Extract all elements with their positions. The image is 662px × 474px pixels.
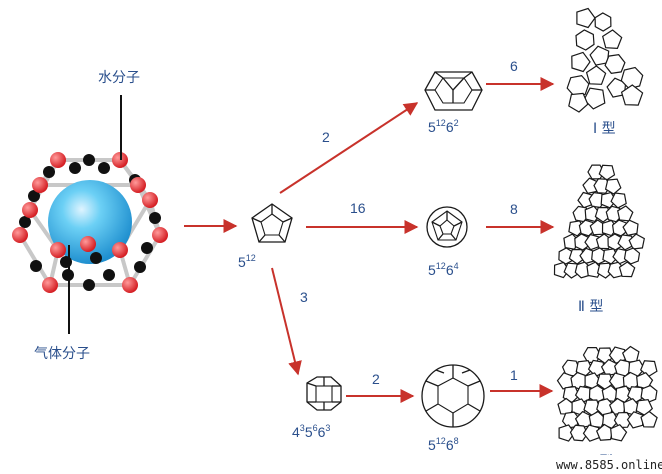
cage-51264: [426, 206, 468, 248]
oxygen-atom: [32, 177, 48, 193]
water-molecules: [12, 152, 168, 293]
oxygen-atom: [112, 242, 128, 258]
arrows: [184, 77, 555, 403]
hydrogen-atom: [43, 166, 55, 178]
count-type-H: 1: [510, 367, 518, 383]
water-molecule-label: 水分子: [98, 70, 140, 86]
count-type-I: 6: [510, 58, 518, 74]
hydrogen-atom: [60, 256, 72, 268]
cage-face: [615, 385, 633, 404]
cage-face: [571, 51, 591, 73]
oxygen-atom: [130, 177, 146, 193]
hydrogen-atom: [98, 162, 110, 174]
cage-face: [566, 74, 590, 98]
cage-face: [598, 164, 616, 181]
hydrogen-atom: [83, 154, 95, 166]
arrow-to-51262: [279, 102, 419, 194]
cage-face: [622, 219, 639, 236]
cage-face: [582, 424, 600, 442]
watermark-background: [552, 455, 662, 474]
count-type-II: 8: [510, 201, 518, 217]
cage-face: [617, 205, 634, 222]
cage-face: [594, 12, 612, 32]
cage-face: [640, 410, 658, 428]
cage-face: [601, 384, 620, 403]
cage-face: [575, 29, 595, 51]
cage-face: [602, 411, 620, 430]
cage-face: [585, 65, 607, 85]
gas-molecule: [48, 180, 132, 264]
arrow-to-435663: [271, 267, 302, 376]
cage-435663-label: 435663: [292, 423, 330, 440]
type-II-label: Ⅱ 型: [578, 299, 603, 315]
hydrogen-atom: [149, 212, 161, 224]
count-to-51262: 2: [322, 129, 330, 145]
cage-51262: [424, 71, 483, 111]
cage-face: [576, 7, 596, 29]
hydrogen-atom: [83, 279, 95, 291]
hydrate-cage-illustration: [12, 152, 168, 293]
count-to-51264: 16: [350, 200, 366, 216]
cage-51262-label: 51262: [428, 118, 459, 135]
count-to-435663: 3: [300, 289, 308, 305]
cage-51264-label: 51264: [428, 261, 459, 278]
gas-molecule-label: 气体分子: [34, 346, 90, 362]
cage-face: [613, 411, 633, 429]
oxygen-atom: [152, 227, 168, 243]
oxygen-atom: [22, 202, 38, 218]
hydrogen-atom: [69, 162, 81, 174]
cage-face: [618, 261, 636, 278]
cage-51268-label: 51268: [428, 436, 459, 453]
cage-face: [628, 233, 645, 250]
structure-type-I: [566, 7, 644, 113]
hydrogen-atom: [134, 261, 146, 273]
cage-face: [626, 411, 644, 429]
hydrogen-atom: [90, 252, 102, 264]
hydrogen-atom: [19, 216, 31, 228]
cage-face: [553, 261, 570, 279]
cage-face: [587, 359, 606, 378]
cage-face: [621, 345, 640, 363]
cage-face: [604, 54, 626, 74]
hydrogen-atom: [141, 242, 153, 254]
cage-face: [623, 247, 641, 265]
cage-face: [602, 29, 623, 50]
cage-face: [556, 372, 574, 390]
hydrogen-atom: [103, 269, 115, 281]
cage-435663: [306, 376, 342, 411]
oxygen-atom: [122, 277, 138, 293]
cage-face: [636, 371, 654, 390]
watermark: www.8585.online: [556, 458, 662, 472]
type-I-label: Ⅰ 型: [593, 121, 616, 137]
oxygen-atom: [50, 242, 66, 258]
count-to-51268: 2: [372, 371, 380, 387]
hydrogen-atom: [28, 190, 40, 202]
cage-face: [610, 192, 627, 209]
cage-face: [595, 423, 614, 441]
cage-face: [568, 248, 586, 265]
cage-face: [583, 87, 606, 110]
cage-face: [604, 178, 622, 195]
cage-512: [251, 203, 293, 243]
cage-512-label: 512: [238, 253, 256, 270]
oxygen-atom: [50, 152, 66, 168]
cage-face: [620, 84, 644, 106]
oxygen-atom: [12, 227, 28, 243]
structure-type-II: [553, 164, 645, 279]
cage-face: [610, 423, 628, 442]
oxygen-atom: [80, 236, 96, 252]
cage-face: [568, 92, 589, 113]
oxygen-atom: [142, 192, 158, 208]
cage-51268: [421, 364, 485, 428]
oxygen-atom: [42, 277, 58, 293]
hydrogen-atom: [30, 260, 42, 272]
structure-type-H: [556, 345, 658, 442]
